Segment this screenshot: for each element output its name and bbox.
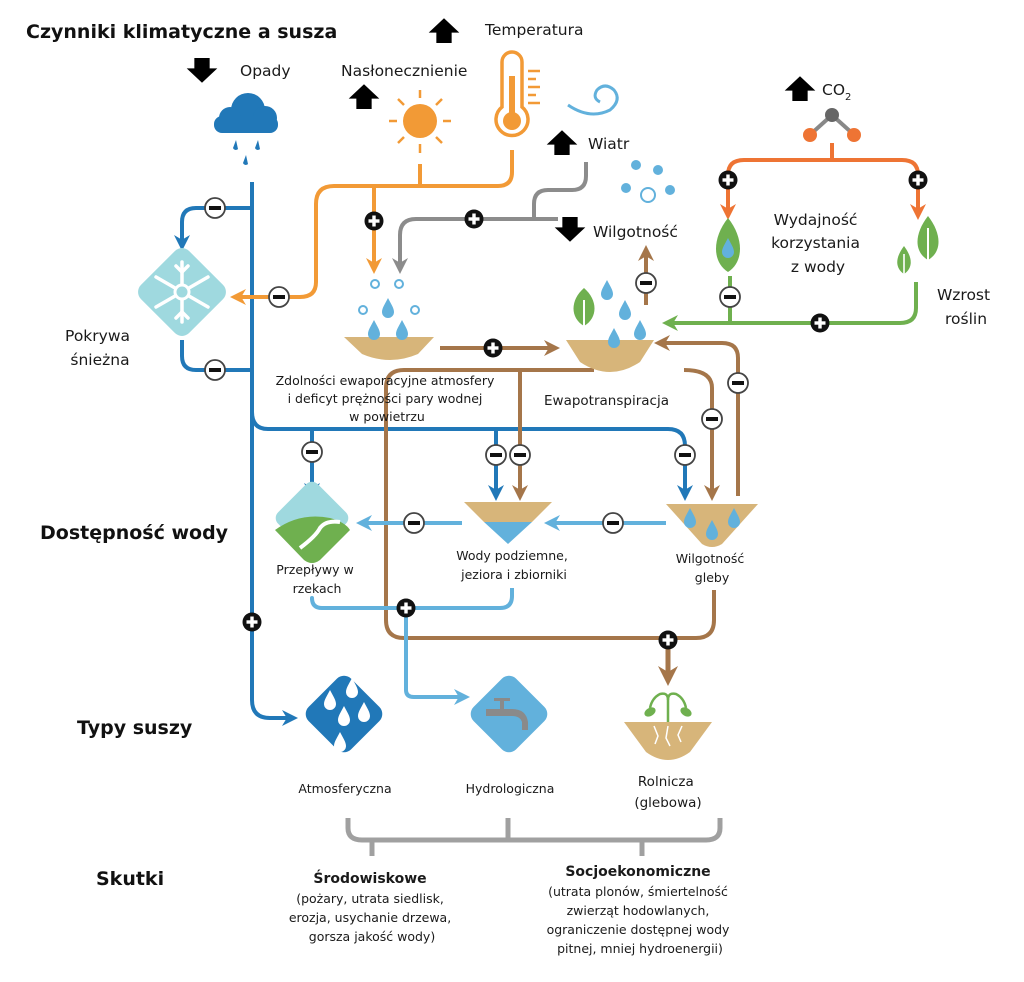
plus-sign (908, 170, 928, 190)
evapotranspiration-icon (566, 280, 654, 372)
atmospheric-drought-icon (305, 675, 383, 753)
humidity-dots-icon (621, 160, 675, 203)
minus-sign (204, 359, 226, 381)
minus-sign (719, 286, 741, 308)
minus-sign (602, 512, 624, 534)
label-evaporative-demand: Zdolności ewaporacyjne atmosfery i defic… (276, 373, 499, 424)
sun-icon (389, 90, 451, 153)
plus-sign (810, 313, 830, 333)
minus-sign (727, 372, 749, 394)
flow-temperature-to-snow (230, 150, 514, 305)
leaf-water-drop-icon (716, 218, 740, 272)
plus-sign (364, 211, 384, 231)
co2-molecule-icon (803, 108, 861, 142)
trend-down-arrow-icon (186, 58, 218, 83)
flow-precip-to-atmospheric (250, 182, 298, 726)
groundwater-icon (464, 502, 552, 544)
flow-wind-humidity-to-evap-demand (392, 217, 558, 274)
label-co2: CO2 (822, 81, 851, 103)
flow-soil-to-et (654, 335, 740, 496)
section-water-availability: Dostępność wody (40, 522, 229, 544)
flow-to-hydrological (404, 608, 470, 705)
trend-up-arrow-icon (428, 18, 460, 43)
plus-sign (718, 170, 738, 190)
impact-socioeconomic: Socjoekonomiczne (utrata plonów, śmierte… (547, 864, 734, 956)
trend-up-arrow-icon (348, 84, 380, 109)
plus-sign (658, 630, 678, 650)
label-temperature: Temperatura (484, 21, 584, 39)
plus-sign (242, 612, 262, 632)
label-humidity: Wilgotność (593, 223, 678, 241)
minus-sign (701, 408, 723, 430)
section-drought-types: Typy suszy (77, 717, 193, 739)
label-evapotranspiration: Ewapotranspiracja (544, 393, 669, 409)
trend-up-arrow-icon (784, 76, 816, 101)
plus-sign (464, 209, 484, 229)
minus-sign (635, 272, 657, 294)
label-precipitation: Opady (240, 62, 291, 80)
label-soil-moisture: Wilgotność gleby (676, 551, 748, 585)
label-plant-growth: Wzrost roślin (937, 286, 995, 328)
thermometer-icon (494, 50, 540, 138)
label-agricultural-drought: Rolnicza (glebowa) (634, 774, 701, 811)
label-snow-cover: Pokrywa śnieżna (65, 327, 135, 369)
trend-down-arrow-icon (554, 217, 586, 242)
label-hydrological-drought: Hydrologiczna (466, 781, 555, 796)
minus-sign (674, 444, 696, 466)
section-impacts: Skutki (96, 868, 164, 890)
flow-plants-to-et (662, 282, 918, 331)
soil-moisture-icon (666, 504, 758, 547)
minus-sign (268, 286, 290, 308)
impact-environmental: Środowiskowe (pożary, utrata siedlisk, e… (289, 869, 455, 944)
trend-up-arrow-icon (546, 130, 578, 155)
water-tap-icon (470, 675, 548, 753)
label-water-use-efficiency: Wydajność korzystania z wody (771, 211, 865, 276)
minus-sign (301, 441, 323, 463)
minus-sign (485, 444, 507, 466)
plus-sign (396, 598, 416, 618)
label-groundwater: Wody podziemne, jeziora i zbiorniki (456, 548, 572, 582)
evaporative-demand-icon (344, 279, 434, 360)
minus-sign (509, 444, 531, 466)
wind-swirl-icon (567, 84, 619, 116)
flow-et-loop (384, 368, 716, 640)
river-icon (275, 481, 350, 563)
flow-wind (532, 162, 588, 219)
minus-sign (403, 512, 425, 534)
label-wind: Wiatr (588, 135, 630, 153)
snowflake-icon (138, 248, 226, 336)
rain-cloud-icon (214, 93, 278, 165)
label-atmospheric-drought: Atmosferyczna (298, 781, 391, 796)
leaves-icon (897, 216, 939, 278)
label-insolation: Nasłonecznienie (341, 62, 467, 80)
flow-precip-to-soil (250, 411, 693, 501)
minus-sign (204, 197, 226, 219)
impact-bracket (345, 818, 723, 843)
flow-precip-to-snow (174, 206, 252, 251)
dry-soil-sprout-icon (624, 692, 712, 760)
diagram-title: Czynniki klimatyczne a susza (26, 21, 337, 43)
label-river-flows: Przepływy w rzekach (276, 562, 357, 596)
flow-co2-branches (726, 158, 920, 208)
plus-sign (483, 338, 503, 358)
flow-snow-to-trunk (180, 340, 252, 372)
flow-et-to-soil (683, 368, 720, 501)
